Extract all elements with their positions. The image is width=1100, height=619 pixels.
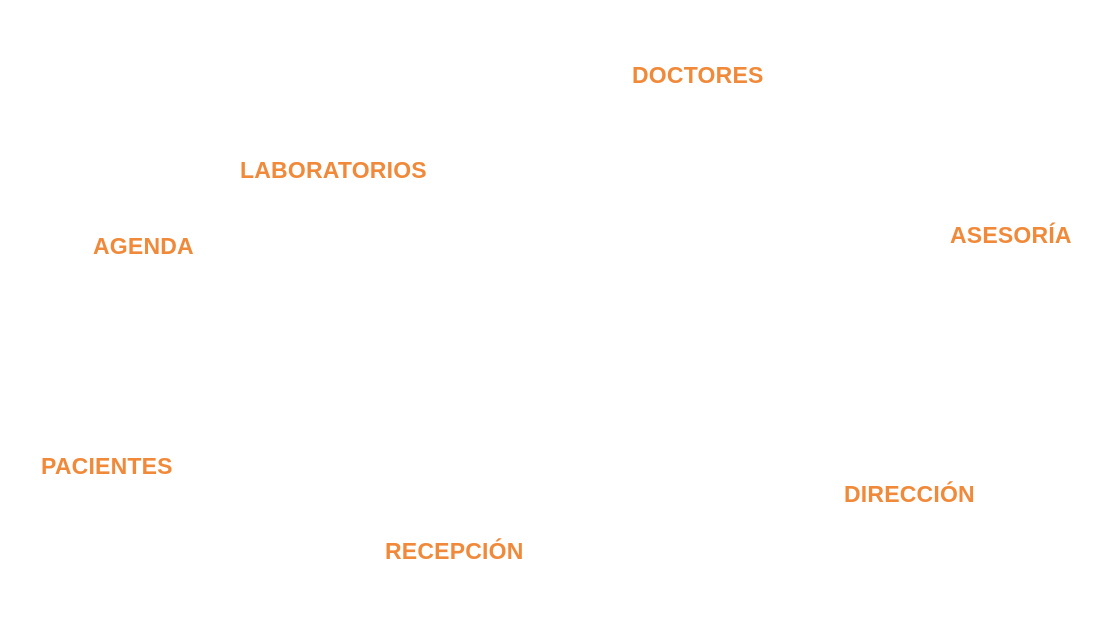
doctores-label[interactable]: DOCTORES: [632, 62, 764, 88]
pacientes-label[interactable]: PACIENTES: [41, 453, 173, 479]
asesoria-label[interactable]: ASESORÍA: [950, 222, 1072, 248]
direccion-label[interactable]: DIRECCIÓN: [844, 481, 975, 507]
agenda-label[interactable]: AGENDA: [93, 233, 194, 259]
laboratorios-label[interactable]: LABORATORIOS: [240, 157, 427, 183]
recepcion-label[interactable]: RECEPCIÓN: [385, 538, 524, 564]
